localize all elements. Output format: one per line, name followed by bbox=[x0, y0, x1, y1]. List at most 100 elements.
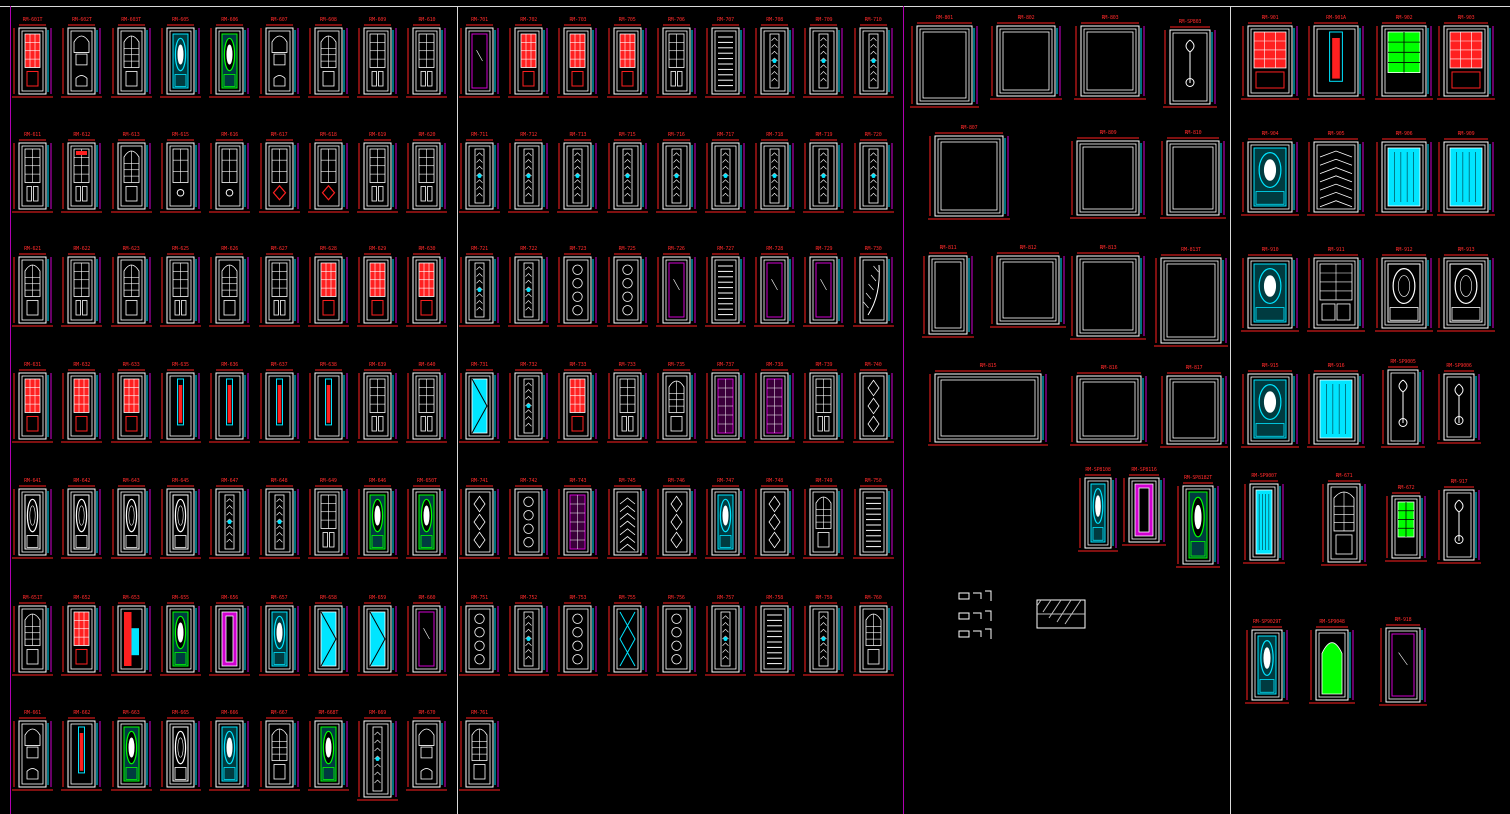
door-rm-905[interactable]: RM-905 bbox=[1307, 131, 1365, 216]
door-rm-753[interactable]: RM-753 bbox=[557, 595, 599, 676]
door-rm-669[interactable]: RM-669 bbox=[357, 710, 399, 801]
door-rm-733[interactable]: RM-733 bbox=[606, 362, 648, 443]
door-rm-616[interactable]: RM-616 bbox=[209, 132, 251, 213]
door-rm-915[interactable]: RM-915 bbox=[1241, 363, 1299, 448]
door-rm-605[interactable]: RM-605 bbox=[159, 17, 201, 98]
door-rm-761[interactable]: RM-761 bbox=[459, 710, 500, 791]
door-rm-809[interactable]: RM-809 bbox=[1070, 130, 1146, 219]
door-rm-626[interactable]: RM-626 bbox=[209, 246, 251, 327]
door-rm-658[interactable]: RM-658 bbox=[307, 595, 349, 676]
door-rm-sp9007[interactable]: RM-SP9007 bbox=[1243, 473, 1285, 564]
door-rm-706[interactable]: RM-706 bbox=[655, 17, 697, 98]
door-rm-741[interactable]: RM-741 bbox=[459, 478, 500, 559]
door-rm-617[interactable]: RM-617 bbox=[258, 132, 300, 213]
door-rm-608[interactable]: RM-608 bbox=[307, 17, 349, 98]
door-rm-607[interactable]: RM-607 bbox=[258, 17, 300, 98]
door-rm-807[interactable]: RM-807 bbox=[928, 125, 1010, 220]
door-rm-652[interactable]: RM-652 bbox=[61, 595, 103, 676]
door-rm-711[interactable]: RM-711 bbox=[459, 132, 500, 213]
door-rm-708[interactable]: RM-708 bbox=[754, 17, 796, 98]
door-rm-672[interactable]: RM-672 bbox=[1385, 485, 1427, 562]
door-rm-705[interactable]: RM-705 bbox=[606, 17, 648, 98]
door-rm-756[interactable]: RM-756 bbox=[655, 595, 697, 676]
door-rm-701[interactable]: RM-701 bbox=[459, 17, 500, 98]
door-rm-621[interactable]: RM-621 bbox=[12, 246, 53, 327]
door-rm-716[interactable]: RM-716 bbox=[655, 132, 697, 213]
door-rm-747[interactable]: RM-747 bbox=[705, 478, 746, 559]
door-rm-sp8182t[interactable]: RM-SP8182T bbox=[1176, 475, 1220, 568]
door-rm-656[interactable]: RM-656 bbox=[209, 595, 251, 676]
door-rm-730[interactable]: RM-730 bbox=[852, 246, 894, 327]
door-rm-623[interactable]: RM-623 bbox=[110, 246, 152, 327]
door-rm-sp8116[interactable]: RM-SP8116 bbox=[1122, 467, 1166, 546]
door-rm-sp9006[interactable]: RM-SP9006 bbox=[1437, 363, 1481, 444]
door-rm-917[interactable]: RM-917 bbox=[1437, 479, 1481, 564]
door-rm-912[interactable]: RM-912 bbox=[1375, 247, 1433, 332]
door-rm-901[interactable]: RM-901 bbox=[1241, 15, 1299, 100]
door-rm-757[interactable]: RM-757 bbox=[705, 595, 746, 676]
door-rm-910[interactable]: RM-910 bbox=[1241, 247, 1299, 332]
door-rm-643[interactable]: RM-643 bbox=[110, 478, 152, 559]
door-rm-727[interactable]: RM-727 bbox=[705, 246, 746, 327]
door-rm-801[interactable]: RM-801 bbox=[910, 15, 979, 108]
door-rm-749[interactable]: RM-749 bbox=[803, 478, 845, 559]
door-rm-802[interactable]: RM-802 bbox=[990, 15, 1062, 100]
door-rm-646[interactable]: RM-646 bbox=[357, 478, 399, 559]
door-rm-648[interactable]: RM-648 bbox=[258, 478, 300, 559]
door-rm-817[interactable]: RM-817 bbox=[1160, 365, 1228, 448]
door-rm-721[interactable]: RM-721 bbox=[459, 246, 500, 327]
door-rm-911[interactable]: RM-911 bbox=[1307, 247, 1365, 332]
door-rm-662[interactable]: RM-662 bbox=[61, 710, 103, 791]
door-rm-813t[interactable]: RM-813T bbox=[1154, 247, 1228, 347]
door-rm-635[interactable]: RM-635 bbox=[159, 362, 201, 443]
door-rm-813[interactable]: RM-813 bbox=[1070, 245, 1146, 340]
door-rm-759[interactable]: RM-759 bbox=[803, 595, 845, 676]
door-rm-904[interactable]: RM-904 bbox=[1241, 131, 1299, 216]
door-rm-737[interactable]: RM-737 bbox=[705, 362, 746, 443]
door-rm-717[interactable]: RM-717 bbox=[705, 132, 746, 213]
door-rm-633[interactable]: RM-633 bbox=[110, 362, 152, 443]
door-rm-715[interactable]: RM-715 bbox=[606, 132, 648, 213]
door-rm-628[interactable]: RM-628 bbox=[307, 246, 349, 327]
door-rm-668t[interactable]: RM-668T bbox=[307, 710, 349, 791]
door-rm-748[interactable]: RM-748 bbox=[754, 478, 796, 559]
door-rm-632[interactable]: RM-632 bbox=[61, 362, 103, 443]
door-rm-810[interactable]: RM-810 bbox=[1160, 130, 1226, 219]
door-rm-752[interactable]: RM-752 bbox=[508, 595, 550, 676]
door-rm-712[interactable]: RM-712 bbox=[508, 132, 550, 213]
door-rm-629[interactable]: RM-629 bbox=[357, 246, 399, 327]
door-rm-603t[interactable]: RM-603T bbox=[110, 17, 152, 98]
door-rm-710[interactable]: RM-710 bbox=[852, 17, 894, 98]
door-rm-723[interactable]: RM-723 bbox=[557, 246, 599, 327]
door-rm-720[interactable]: RM-720 bbox=[852, 132, 894, 213]
door-rm-611[interactable]: RM-611 bbox=[12, 132, 53, 213]
door-rm-660[interactable]: RM-660 bbox=[406, 595, 448, 676]
door-rm-812[interactable]: RM-812 bbox=[990, 245, 1066, 328]
door-rm-627[interactable]: RM-627 bbox=[258, 246, 300, 327]
door-rm-615[interactable]: RM-615 bbox=[159, 132, 201, 213]
door-rm-636[interactable]: RM-636 bbox=[209, 362, 251, 443]
door-rm-659[interactable]: RM-659 bbox=[357, 595, 399, 676]
door-rm-751[interactable]: RM-751 bbox=[459, 595, 500, 676]
door-rm-sp803[interactable]: RM-SP803 bbox=[1163, 19, 1217, 108]
door-rm-750[interactable]: RM-750 bbox=[852, 478, 894, 559]
door-rm-732[interactable]: RM-732 bbox=[508, 362, 550, 443]
door-rm-811[interactable]: RM-811 bbox=[922, 245, 974, 338]
door-rm-709[interactable]: RM-709 bbox=[803, 17, 845, 98]
door-rm-746[interactable]: RM-746 bbox=[655, 478, 697, 559]
door-rm-661[interactable]: RM-661 bbox=[12, 710, 53, 791]
door-rm-815[interactable]: RM-815 bbox=[928, 363, 1048, 446]
door-rm-731[interactable]: RM-731 bbox=[459, 362, 500, 443]
door-rm-906[interactable]: RM-906 bbox=[1375, 131, 1433, 216]
door-rm-641[interactable]: RM-641 bbox=[12, 478, 53, 559]
door-rm-803[interactable]: RM-803 bbox=[1074, 15, 1146, 100]
door-rm-618[interactable]: RM-618 bbox=[307, 132, 349, 213]
door-rm-649[interactable]: RM-649 bbox=[307, 478, 349, 559]
door-rm-735[interactable]: RM-735 bbox=[655, 362, 697, 443]
door-rm-638[interactable]: RM-638 bbox=[307, 362, 349, 443]
door-rm-671[interactable]: RM-671 bbox=[1321, 473, 1367, 566]
door-rm-655[interactable]: RM-655 bbox=[159, 595, 201, 676]
door-rm-740[interactable]: RM-740 bbox=[852, 362, 894, 443]
door-rm-728[interactable]: RM-728 bbox=[754, 246, 796, 327]
door-rm-726[interactable]: RM-726 bbox=[655, 246, 697, 327]
